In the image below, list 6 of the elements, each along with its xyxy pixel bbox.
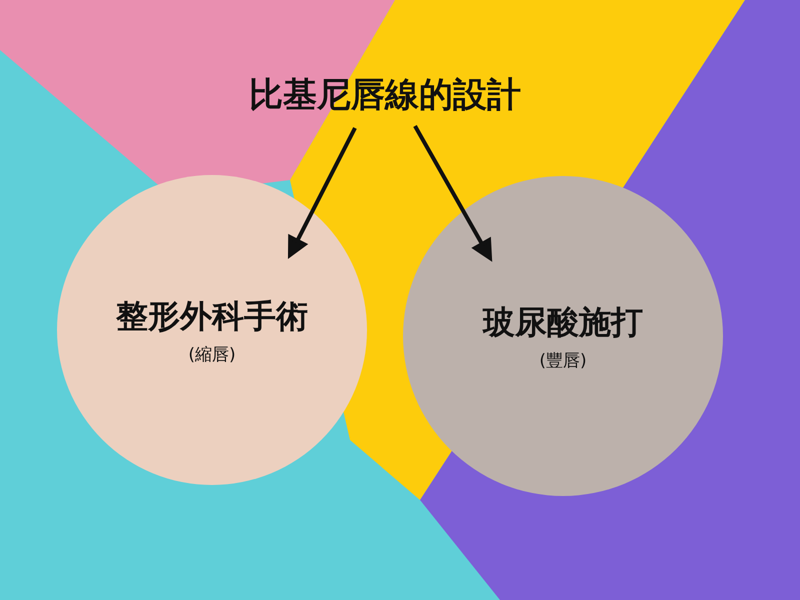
circle-heading: 整形外科手術 [116, 296, 308, 336]
arrow [413, 124, 492, 260]
arrow [288, 126, 357, 257]
circle-subtitle: (縮唇) [188, 344, 236, 366]
circle-heading: 玻尿酸施打 [483, 302, 643, 342]
circle-subtitle: (豐唇) [539, 350, 587, 372]
